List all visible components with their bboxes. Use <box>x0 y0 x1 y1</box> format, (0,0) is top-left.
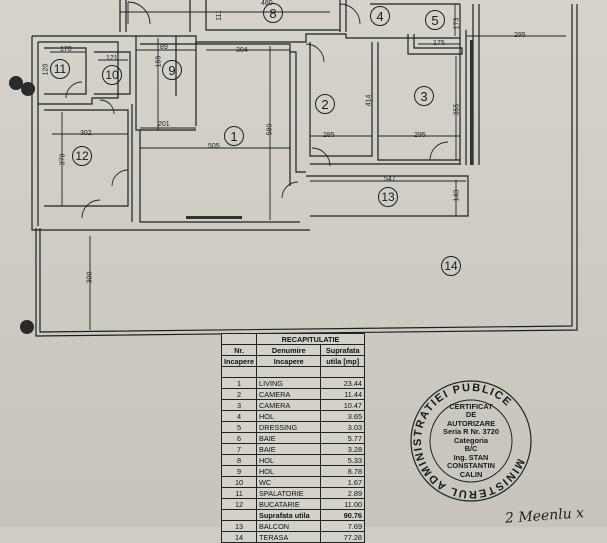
dimension-label: 285 <box>323 132 335 139</box>
floor-plan-drawing <box>31 0 578 337</box>
binder-hole <box>20 320 34 334</box>
dimension-label: 121 <box>106 55 118 62</box>
dimension-label: 580 <box>266 123 274 136</box>
room-label-12: 12 <box>72 146 92 166</box>
room-label-5: 5 <box>425 10 445 30</box>
room-label-14: 14 <box>441 256 461 276</box>
dimension-label: 295 <box>414 132 426 139</box>
dimension-label: 201 <box>158 121 170 128</box>
binder-hole <box>21 82 35 96</box>
room-label-10: 10 <box>102 65 122 85</box>
table-title: RECAPITULATIE <box>256 333 365 345</box>
header-nr-2: Incapere <box>220 355 258 367</box>
room-label-3: 3 <box>414 86 434 106</box>
dimension-label: 302 <box>80 130 92 137</box>
dimension-label: 547 <box>384 176 396 183</box>
dimension-label: 505 <box>208 143 220 150</box>
dimension-label: 300 <box>86 271 94 284</box>
room-label-13: 13 <box>378 187 398 207</box>
recapitulation-table: RECAPITULATIE Nr. Denumire Suprafata Inc… <box>220 333 365 543</box>
room-label-4: 4 <box>370 6 390 26</box>
dimension-label: 480 <box>261 0 273 7</box>
table-corner <box>220 333 258 345</box>
stamp-ring: MINISTERUL ADMINISTRATIEI PUBLICE <box>410 380 532 502</box>
room-label-2: 2 <box>315 94 335 114</box>
dimension-label: 143 <box>453 189 461 202</box>
dimension-label: 304 <box>236 47 248 54</box>
binder-hole <box>9 76 23 90</box>
room-label-11: 11 <box>50 59 70 79</box>
room-label-9: 9 <box>162 60 182 80</box>
dimension-label: 175 <box>433 40 445 47</box>
dimension-label: 111 <box>215 10 223 21</box>
certification-stamp: MINISTERUL ADMINISTRATIEI PUBLICE CERTIF… <box>408 378 534 504</box>
header-name-2: Incapere <box>256 355 322 367</box>
dimension-label: 414 <box>365 94 373 107</box>
dimension-label: 89 <box>160 44 168 51</box>
room-label-8: 8 <box>263 3 283 23</box>
dimension-label: 159 <box>155 55 163 68</box>
header-nr: Nr. <box>220 344 258 356</box>
stamp-text: CERTIFICAT DE AUTORIZARE Seria R Nr. 372… <box>443 401 499 479</box>
header-area-2: utila [mp] <box>320 355 365 367</box>
dimension-label: 295 <box>514 32 526 39</box>
header-area: Suprafata <box>320 344 365 356</box>
room-label-1: 1 <box>224 126 244 146</box>
dimension-label: 173 <box>453 17 461 30</box>
dimension-label: 355 <box>453 103 461 116</box>
dimension-label: 370 <box>59 153 67 166</box>
dimension-label: 170 <box>60 46 72 53</box>
dimension-label: 120 <box>42 63 50 76</box>
header-name: Denumire <box>256 344 322 356</box>
